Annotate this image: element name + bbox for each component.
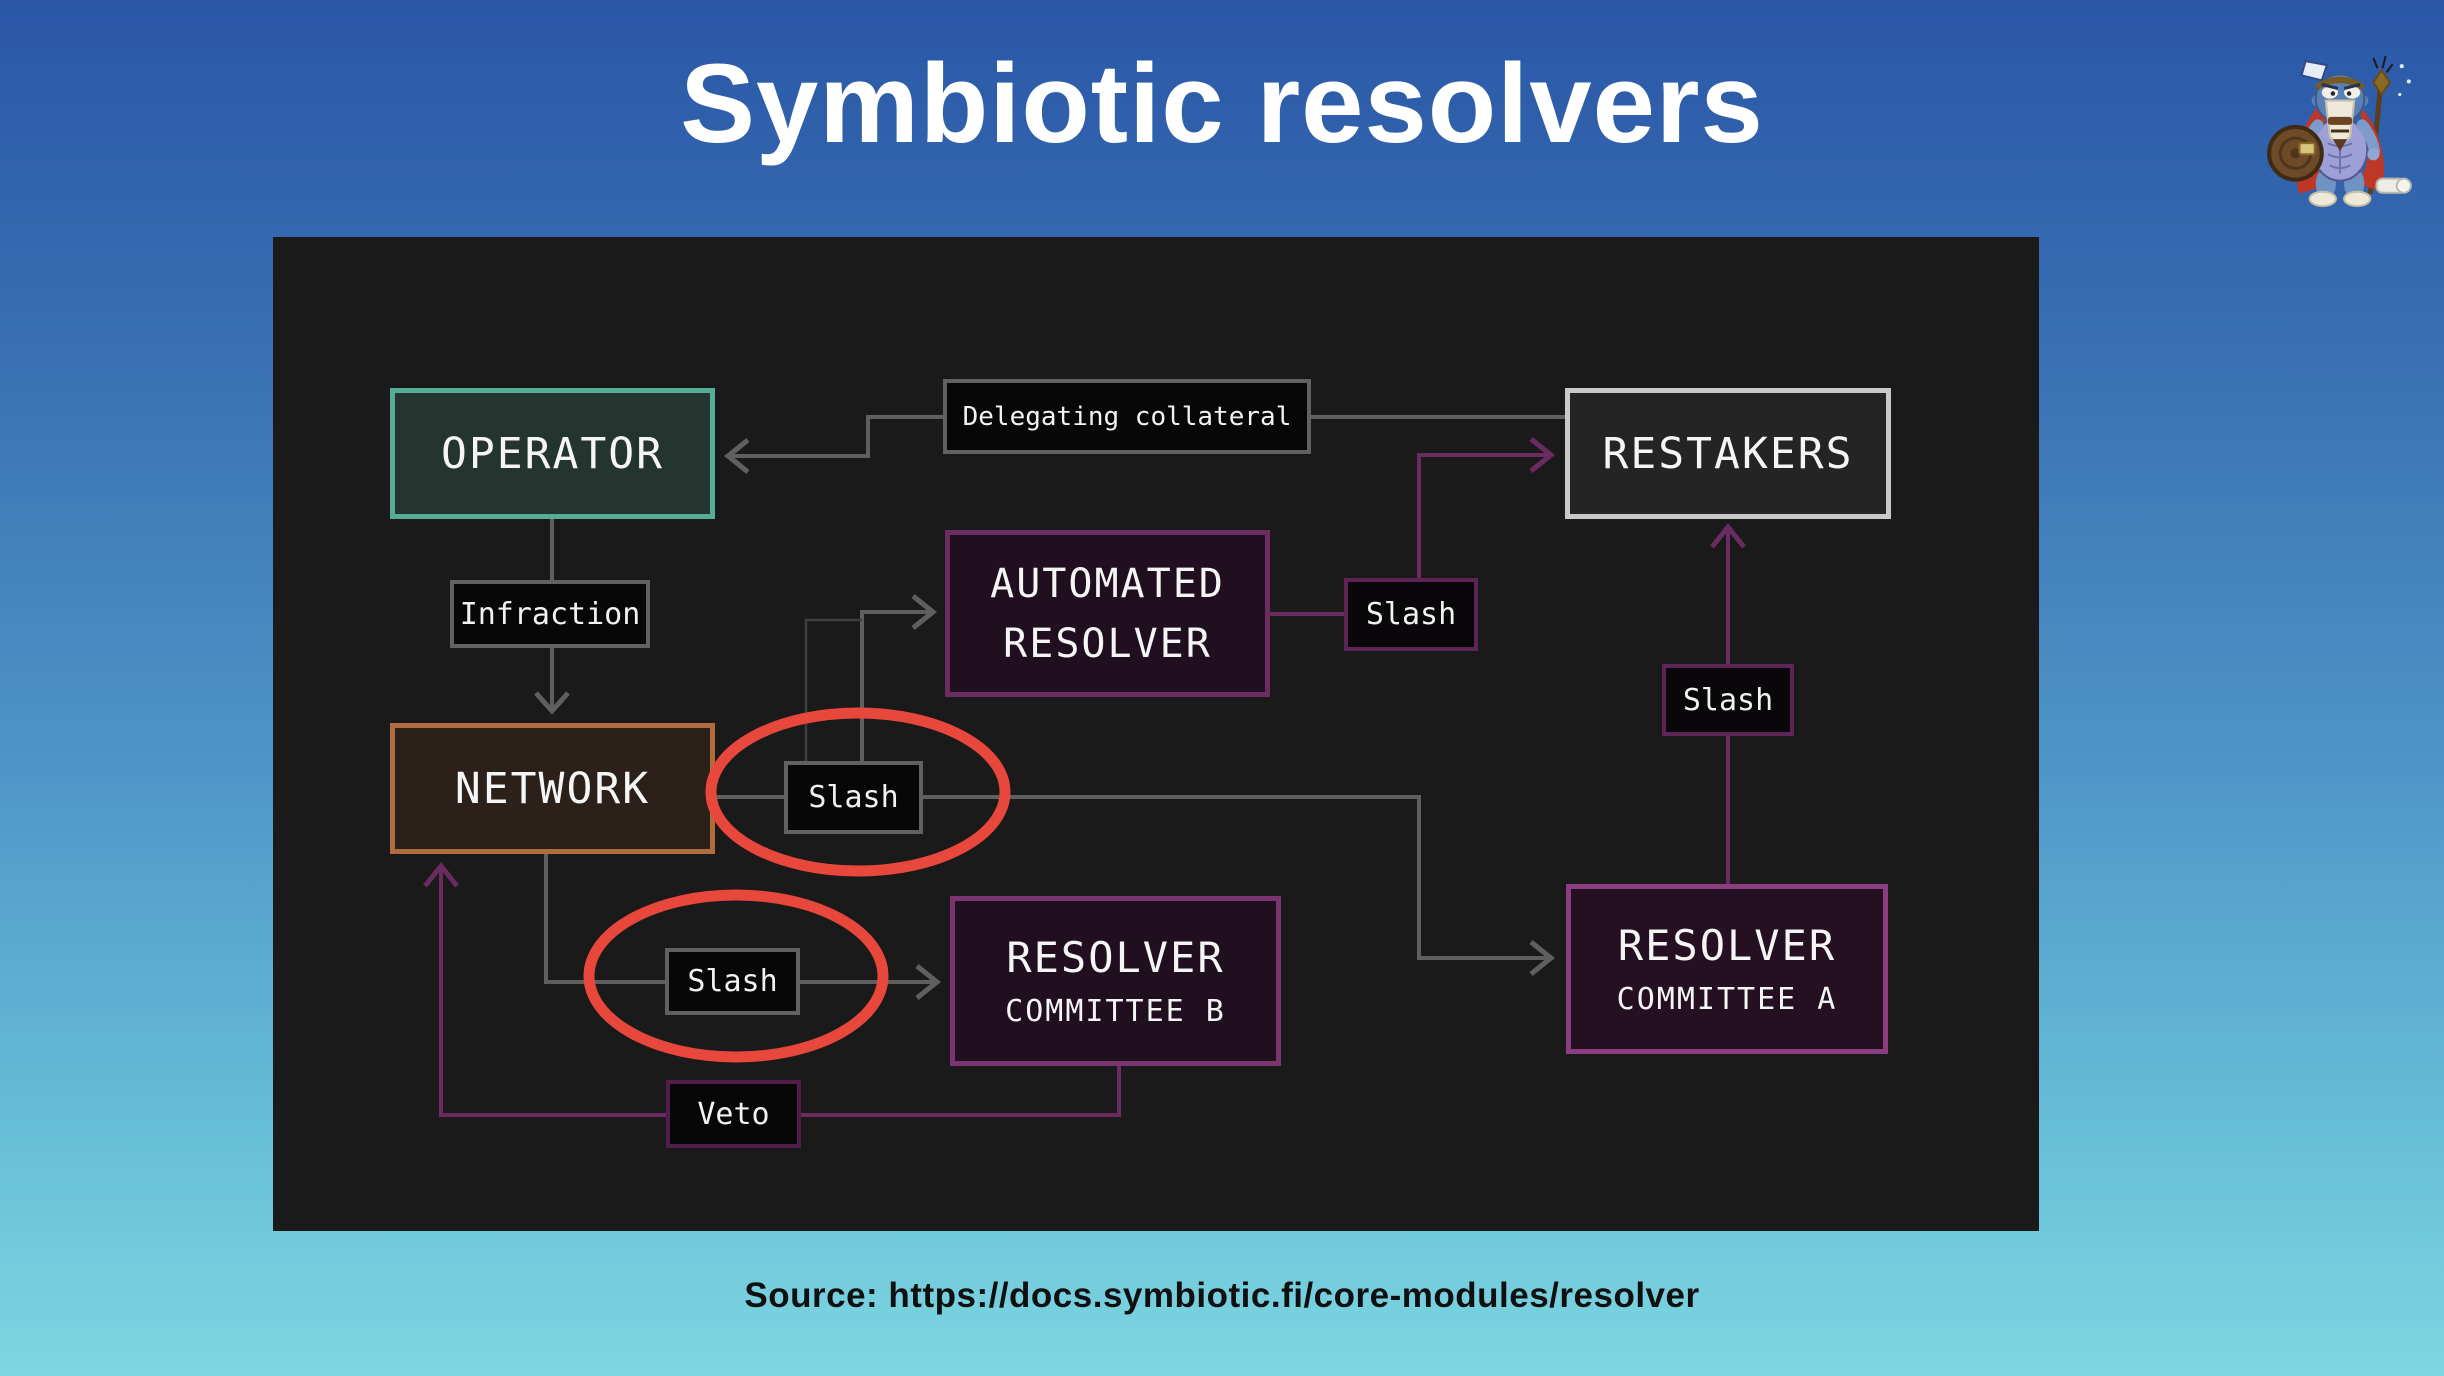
staff-antlers: [2372, 55, 2394, 73]
edge-label-veto: Veto: [666, 1080, 801, 1148]
edge-slash-automated-resolver: [860, 610, 929, 761]
foot: [2308, 190, 2337, 207]
node-operator-label: OPERATOR: [440, 428, 665, 479]
warrior-monkey-mascot-logo: [2267, 55, 2412, 207]
arrowhead-up-network-bottom: [423, 861, 459, 888]
goatee: [2332, 139, 2348, 152]
sparkle: [2399, 64, 2404, 69]
arrowhead-right-committee-b: [915, 964, 942, 1000]
edge-veto-network: [439, 868, 666, 1117]
edge-label-slash-to-restakers: Slash: [1344, 578, 1478, 651]
wristband: [2298, 142, 2316, 156]
mustache: [2327, 116, 2353, 125]
node-restakers-label: RESTAKERS: [1602, 428, 1854, 479]
node-committee-a-line1: RESOLVER: [1617, 921, 1837, 970]
staff-ornament: [2372, 68, 2391, 97]
node-resolver-committee-b: RESOLVER COMMITTEE B: [950, 896, 1281, 1066]
scroll-end: [2395, 177, 2412, 194]
flag-icon: [2300, 59, 2329, 82]
node-committee-a-line2: COMMITTEE A: [1616, 982, 1838, 1017]
arrowhead-right-committee-a: [1529, 940, 1556, 976]
pupil: [2346, 91, 2352, 96]
veto-text: Veto: [697, 1096, 770, 1132]
node-restakers: RESTAKERS: [1565, 388, 1891, 519]
node-network-label: NETWORK: [454, 763, 651, 814]
node-committee-b-line2: COMMITTEE B: [1005, 994, 1226, 1029]
hand: [2367, 148, 2380, 161]
edge-slash-shadow: [804, 618, 862, 761]
node-automated-resolver-line2: RESOLVER: [1003, 620, 1212, 667]
edge-network-slash-low: [544, 854, 665, 984]
slash-text: Slash: [687, 964, 778, 999]
edge-label-slash-committee-a: Slash: [1662, 664, 1794, 736]
edge-label-slash-network-right: Slash: [784, 761, 923, 834]
eye: [2344, 86, 2361, 99]
edge-label-infraction: Infraction: [450, 580, 650, 648]
edge-label-slash-network-bottom: Slash: [665, 948, 800, 1015]
source-attribution: Source: https://docs.symbiotic.fi/core-m…: [744, 1276, 1700, 1315]
foot: [2343, 190, 2372, 207]
edge-label-delegating-collateral: Delegating collateral: [943, 379, 1311, 454]
slash-text: Slash: [808, 780, 899, 815]
pupil: [2330, 91, 2336, 96]
arrowhead-right-restakers: [1529, 437, 1556, 473]
diagram-panel: OPERATOR RESTAKERS NETWORK AUTOMATED RES…: [273, 237, 2039, 1231]
node-committee-b-line1: RESOLVER: [1006, 933, 1225, 982]
brows: [2321, 82, 2361, 90]
arrowhead-right-automated-resolver: [911, 594, 938, 630]
shield-boss: [2290, 148, 2301, 159]
page-title: Symbiotic resolvers: [680, 41, 1764, 166]
delegating-collateral-text: Delegating collateral: [962, 401, 1292, 432]
edge-collateral-operator: [729, 415, 943, 458]
sparkle: [2398, 92, 2402, 97]
sparkle: [2406, 79, 2411, 84]
slash-text: Slash: [1365, 597, 1457, 632]
edge-committee-b-veto: [801, 1066, 1121, 1117]
node-operator: OPERATOR: [390, 388, 715, 519]
node-automated-resolver-line1: AUTOMATED: [990, 560, 1225, 607]
node-automated-resolver: AUTOMATED RESOLVER: [945, 530, 1270, 697]
arrowhead-left-operator: [723, 438, 750, 474]
slash-text: Slash: [1682, 682, 1774, 718]
edge-slash-committee-a: [923, 795, 1549, 960]
infraction-text: Infraction: [459, 596, 641, 632]
node-network: NETWORK: [390, 723, 715, 854]
arrowhead-down-network-top: [534, 691, 570, 715]
eye: [2321, 86, 2338, 99]
node-resolver-committee-a: RESOLVER COMMITTEE A: [1566, 884, 1888, 1054]
arrowhead-up-restakers-bottom: [1710, 522, 1746, 549]
edge-slash-restakers: [1417, 453, 1549, 578]
